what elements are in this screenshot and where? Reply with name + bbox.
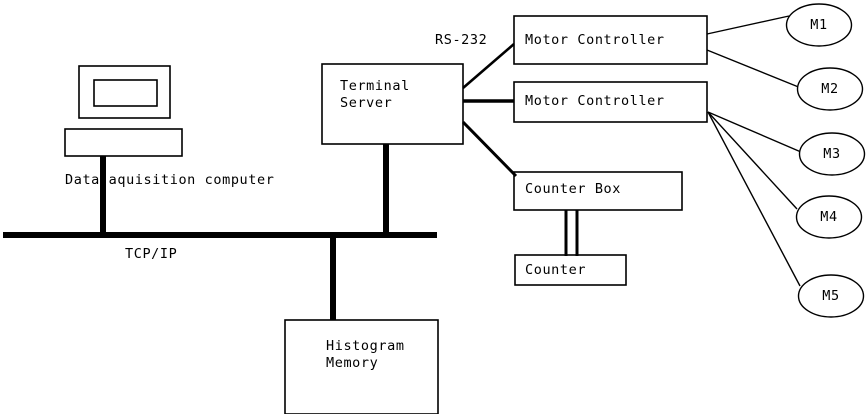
link-motor-controller-2-to-m4 <box>707 111 798 210</box>
link-motor-controller-1-to-m1 <box>706 15 790 35</box>
link-motor-controller-1-to-m2 <box>706 49 802 89</box>
terminal-server-label-line2: Server <box>340 95 393 111</box>
rs232-link-label: RS-232 <box>435 32 488 48</box>
monitor-screen-shape <box>93 79 158 107</box>
link-terminal-server-to-motor-controller-1 <box>462 43 515 89</box>
histogram-memory-label-line1: Histogram <box>326 338 405 354</box>
motor-m2-label: M2 <box>821 81 839 97</box>
link-motor-controller-2-to-m5 <box>707 111 801 287</box>
motor-controller-2-label: Motor Controller <box>525 93 665 109</box>
terminal-server-label-line1: Terminal <box>340 78 410 94</box>
motor-m3-label: M3 <box>823 146 841 162</box>
data-acquisition-computer-label: Data aquisition computer <box>65 172 275 188</box>
tcpip-bus-label: TCP/IP <box>125 246 178 262</box>
computer-chassis-shape <box>64 128 183 157</box>
motor-m3-shape[interactable] <box>798 132 866 176</box>
link-terminal-server-to-counter-box <box>461 120 518 178</box>
counter-box-shape[interactable] <box>513 171 683 211</box>
histogram-memory-label-line2: Memory <box>326 355 379 371</box>
counter-label: Counter <box>525 262 587 278</box>
motor-m1-shape[interactable] <box>785 3 853 47</box>
motor-m1-label: M1 <box>810 17 828 33</box>
counter-box-label: Counter Box <box>525 181 622 197</box>
link-motor-controller-2-to-m3 <box>707 111 802 153</box>
motor-m5-label: M5 <box>822 288 840 304</box>
counter-shape[interactable] <box>514 254 627 286</box>
motor-controller-1-label: Motor Controller <box>525 32 665 48</box>
motor-m4-shape[interactable] <box>795 195 863 239</box>
motor-m5-shape[interactable] <box>797 274 865 318</box>
motor-m4-label: M4 <box>820 209 838 225</box>
motor-controller-1-shape[interactable] <box>513 15 708 65</box>
histogram-memory-shape[interactable] <box>284 319 439 414</box>
motor-m2-shape[interactable] <box>796 67 864 111</box>
terminal-server-shape[interactable] <box>321 63 464 145</box>
